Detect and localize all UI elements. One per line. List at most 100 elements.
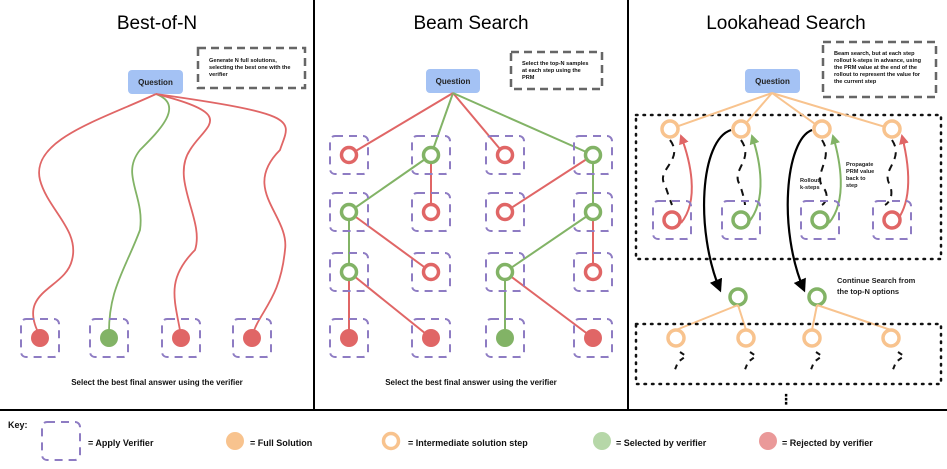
question-edges <box>669 92 893 130</box>
next-step-group-box <box>634 322 943 386</box>
step-node-rejected <box>339 145 359 165</box>
step-node-rejected <box>421 262 441 282</box>
final-answer-rejected <box>584 329 602 347</box>
verifier-box <box>652 200 692 240</box>
continue-label: the top-N options <box>837 287 899 296</box>
verifier-box <box>329 135 369 175</box>
final-answer-rejected <box>340 329 358 347</box>
question-label: Question <box>436 77 471 86</box>
step-node-selected <box>583 145 603 165</box>
propagate-label: back to <box>846 176 866 182</box>
path-rejected <box>155 93 287 337</box>
question-node: Question <box>745 69 800 93</box>
solution-paths <box>32 93 287 337</box>
legend: Key: = Apply Verifier = Full Solution = … <box>8 420 873 461</box>
verifier-box <box>800 200 840 240</box>
panel-title: Beam Search <box>413 13 528 34</box>
panel-beam-search: Beam Search Select the top-N samples at … <box>329 13 613 387</box>
path-selected <box>108 93 171 337</box>
legend-label: = Rejected by verifier <box>782 438 873 448</box>
legend-label: = Intermediate solution step <box>408 438 528 448</box>
rollout-end-selected <box>731 210 751 230</box>
rollout-end-selected <box>810 210 830 230</box>
step-node-selected <box>339 262 359 282</box>
rollout-label: k-steps <box>800 185 820 191</box>
propagate-label: Propagate <box>846 162 873 168</box>
note-line: verifier <box>209 72 228 78</box>
verifier-box <box>411 192 451 232</box>
note-box: Generate N full solutions, selecting the… <box>196 46 307 90</box>
propagate-arrows <box>679 134 910 224</box>
note-line: selecting the best one with the <box>209 65 290 71</box>
note-line: Select the top-N samples <box>522 61 589 67</box>
propagate-label: step <box>846 183 858 189</box>
legend-verifier-box-icon <box>41 421 81 461</box>
beam-nodes <box>329 135 613 358</box>
legend-label: = Full Solution <box>250 438 312 448</box>
question-label: Question <box>755 77 790 86</box>
note-line: Beam search, but at each step <box>834 51 915 57</box>
step-node-rejected <box>495 145 515 165</box>
step-node-rejected <box>421 202 441 222</box>
rollout-end-rejected <box>882 210 902 230</box>
verifier-box <box>232 318 272 358</box>
continue-arrows <box>702 128 813 293</box>
verifier-box <box>485 135 525 175</box>
verifier-box <box>411 252 451 292</box>
legend-title: Key: <box>8 420 28 430</box>
legend-full-solution-icon <box>226 432 244 450</box>
final-answer-rejected <box>422 329 440 347</box>
step-node-intermediate <box>802 328 822 348</box>
question-node: Question <box>426 69 480 93</box>
final-answer-selected <box>496 329 514 347</box>
question-node: Question <box>128 70 183 94</box>
more-ellipsis: ⋮ <box>779 392 793 408</box>
note-line: rollout to represent the value for <box>834 72 921 78</box>
lookahead-nodes <box>652 119 912 348</box>
caption: Select the best final answer using the v… <box>71 378 243 387</box>
step-node-rejected <box>495 202 515 222</box>
verifier-box <box>872 200 912 240</box>
path-rejected <box>155 93 211 337</box>
note-line: rollout k-steps in advance, using <box>834 58 922 64</box>
final-answer-rejected <box>172 329 190 347</box>
legend-label: = Apply Verifier <box>88 438 154 448</box>
legend-selected-icon <box>593 432 611 450</box>
final-answer-rejected <box>243 329 261 347</box>
final-answers <box>20 318 272 358</box>
continue-label: Continue Search from <box>837 276 916 285</box>
verifier-box <box>721 200 761 240</box>
step-node-selected <box>728 287 748 307</box>
note-line: PRM <box>522 75 535 81</box>
step-node-intermediate <box>882 119 902 139</box>
rollout-end-rejected <box>662 210 682 230</box>
step-node-intermediate <box>812 119 832 139</box>
panel-title: Lookahead Search <box>706 13 866 34</box>
verifier-box <box>573 135 613 175</box>
panel-best-of-n: Best-of-N Generate N full solutions, sel… <box>20 13 307 387</box>
propagate-label: PRM value <box>846 169 874 175</box>
caption: Select the best final answer using the v… <box>385 378 557 387</box>
note-line: the PRM value at the end of the <box>834 65 917 71</box>
step-node-intermediate <box>666 328 686 348</box>
note-line: the current step <box>834 79 877 85</box>
verifier-box <box>485 192 525 232</box>
panel-dividers <box>0 0 947 411</box>
verifier-box <box>573 318 613 358</box>
verifier-box <box>329 318 369 358</box>
legend-label: = Selected by verifier <box>616 438 707 448</box>
step-node-selected <box>421 145 441 165</box>
step-node-selected <box>583 202 603 222</box>
step-node-intermediate <box>881 328 901 348</box>
step-node-selected <box>339 202 359 222</box>
step-group-box <box>634 113 943 261</box>
step-node-intermediate <box>660 119 680 139</box>
question-label: Question <box>138 78 173 87</box>
step-node-rejected <box>583 262 603 282</box>
verifier-box <box>161 318 201 358</box>
verifier-box <box>20 318 60 358</box>
verifier-box <box>329 252 369 292</box>
step-node-intermediate <box>731 119 751 139</box>
verifier-box <box>485 318 525 358</box>
